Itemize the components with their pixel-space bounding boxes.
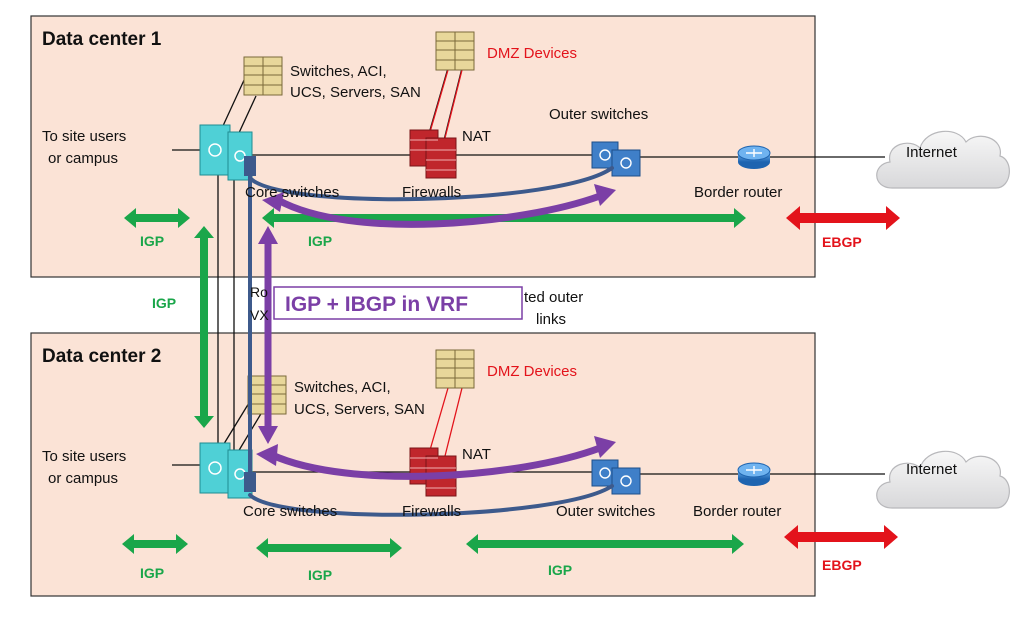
dc1-border-label: Border router bbox=[694, 184, 782, 201]
dmz2-red-links bbox=[429, 387, 463, 461]
blue-routed-links bbox=[248, 166, 614, 517]
ebgp-arrows bbox=[784, 206, 900, 549]
inner-links-partial-1: Ro bbox=[250, 284, 268, 300]
dc2-border-label: Border router bbox=[693, 503, 781, 520]
router-icon bbox=[737, 145, 771, 169]
dc2-title: Data center 2 bbox=[42, 346, 161, 367]
cloud-icon bbox=[876, 450, 1010, 509]
dc2-nat-label: NAT bbox=[462, 446, 491, 463]
router-icon bbox=[737, 462, 771, 486]
server-stack-icon bbox=[243, 56, 283, 96]
dc1-title: Data center 1 bbox=[42, 29, 162, 50]
dc2-servers-line1: Switches, ACI, bbox=[294, 379, 391, 396]
vrf-arrows bbox=[264, 192, 604, 480]
core-port-dc1 bbox=[244, 156, 256, 176]
dc1-igp-left: IGP bbox=[140, 233, 164, 249]
dmz-server-icon bbox=[435, 349, 475, 389]
core-port-dc2 bbox=[244, 472, 256, 492]
inner-links-partial-2: VX bbox=[250, 307, 269, 323]
dc1-nat-label: NAT bbox=[462, 128, 491, 145]
dc1-core-label: Core switches bbox=[245, 184, 339, 201]
dc1-firewalls-label: Firewalls bbox=[402, 184, 461, 201]
dc2-ebgp: EBGP bbox=[822, 557, 862, 573]
dc2-core-label: Core switches bbox=[243, 503, 337, 520]
vrf-label: IGP + IBGP in VRF bbox=[285, 293, 468, 316]
dmz-server-icon bbox=[435, 31, 475, 71]
dc1-outer-label: Outer switches bbox=[549, 106, 648, 123]
vrf-label-box bbox=[273, 286, 523, 320]
dc2-site-users-line2: or campus bbox=[48, 470, 118, 487]
firewall-icon bbox=[409, 129, 457, 179]
dc2-outer-label: Outer switches bbox=[556, 503, 655, 520]
dc1-servers-line2: UCS, Servers, SAN bbox=[290, 84, 421, 101]
dc2-site-users-line1: To site users bbox=[42, 448, 126, 465]
outer-switch-icon bbox=[591, 459, 641, 495]
outer-switch-icon bbox=[591, 141, 641, 177]
dc2-dmz-label: DMZ Devices bbox=[487, 363, 577, 380]
dc2-igp-mid: IGP bbox=[308, 567, 332, 583]
dc2-servers-line2: UCS, Servers, SAN bbox=[294, 401, 425, 418]
dc1-igp-mid: IGP bbox=[308, 233, 332, 249]
dc1-ebgp: EBGP bbox=[822, 234, 862, 250]
dc2-firewalls-label: Firewalls bbox=[402, 503, 461, 520]
dc1-dmz-label: DMZ Devices bbox=[487, 45, 577, 62]
outer-links-partial-2: links bbox=[536, 311, 566, 328]
dc1-site-users-line2: or campus bbox=[48, 150, 118, 167]
dc1-servers-line1: Switches, ACI, bbox=[290, 63, 387, 80]
dc1-internet-label: Internet bbox=[906, 144, 958, 161]
dmz1-red-links bbox=[429, 69, 463, 143]
cloud-icon bbox=[876, 130, 1010, 189]
dc2-internet-label: Internet bbox=[906, 461, 958, 478]
dc2-igp-right: IGP bbox=[548, 562, 572, 578]
outer-links-partial-1: ted outer bbox=[524, 289, 583, 306]
dc1-site-users-line1: To site users bbox=[42, 128, 126, 145]
vrf-arrowheads bbox=[256, 184, 616, 466]
inter-dc-igp: IGP bbox=[152, 295, 176, 311]
inter-dc-links bbox=[217, 165, 235, 450]
dc2-igp-left: IGP bbox=[140, 565, 164, 581]
